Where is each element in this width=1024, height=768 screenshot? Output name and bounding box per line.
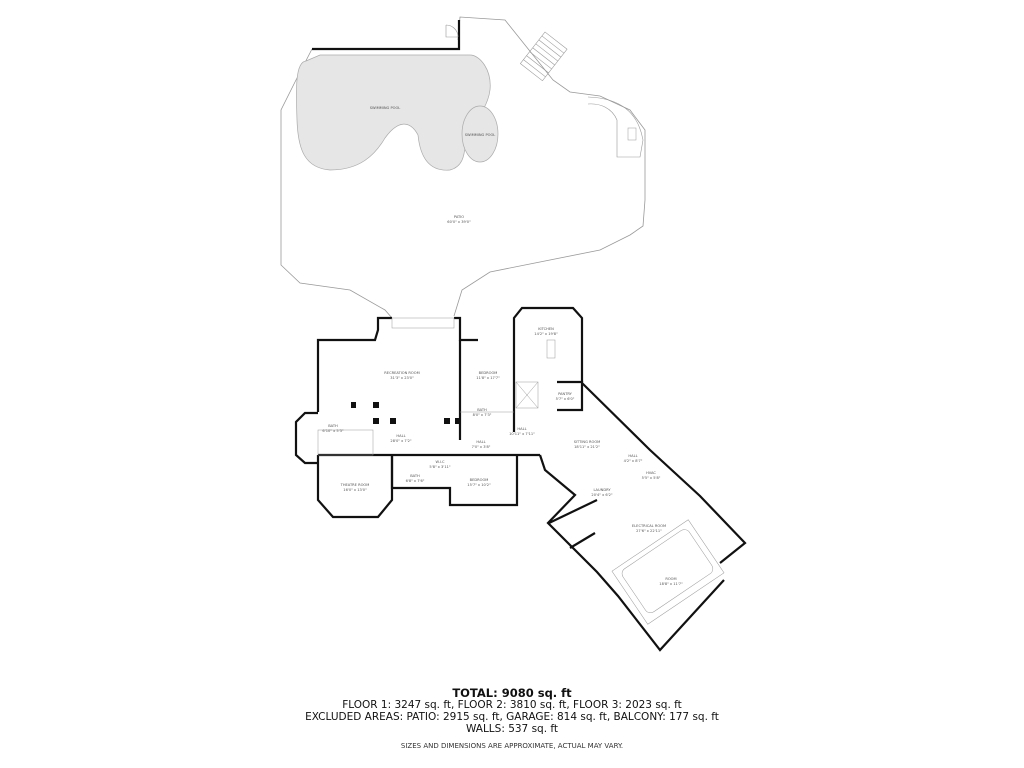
pool-main-label: SWIMMING POOL — [370, 106, 401, 110]
pantry-dims: 5'7" x 6'0" — [556, 397, 575, 401]
excluded-areas: EXCLUDED AREAS: PATIO: 2915 sq. ft, GARA… — [305, 711, 719, 723]
patio-label: PATIO — [454, 215, 464, 219]
bedroom2-dims: 15'7" x 10'2" — [467, 483, 491, 487]
bath2-dims: 6'8" x 7'6" — [406, 479, 425, 483]
hvac-dims: 5'5" x 5'8" — [642, 476, 661, 480]
swimming-pool-main — [296, 54, 491, 171]
bath-left-label: BATH — [328, 424, 338, 428]
floor-areas: FLOOR 1: 3247 sq. ft, FLOOR 2: 3810 sq. … — [342, 699, 682, 711]
hvac-label: HVAC — [646, 471, 656, 475]
bedroom2-label: BEDROOM — [470, 478, 489, 482]
pool-small-label: SWIMMING POOL — [465, 133, 496, 137]
electrical-room-label: ELECTRICAL ROOM — [632, 524, 666, 528]
bench-icon — [627, 127, 637, 141]
hall-small-dims: 7'0" x 3'8" — [472, 445, 491, 449]
laundry-dims: 20'4" x 6'2" — [591, 493, 612, 497]
bedroom1-dims: 11'8" x 17'7" — [476, 376, 500, 380]
laundry-label: LAUNDRY — [593, 488, 611, 492]
exterior-stairs — [519, 31, 568, 82]
wic-dims: 5'8" x 3'11" — [429, 465, 450, 469]
hall-ne-label: HALL — [628, 454, 637, 458]
room-labels: RECREATION ROOM 31'3" x 23'0" BEDROOM 11… — [322, 327, 683, 586]
bath-left-dims: 6'10" x 5'3" — [322, 429, 343, 433]
theatre-room-label: THEATRE ROOM — [340, 483, 370, 487]
house-walls — [294, 306, 747, 652]
walls-area: WALLS: 537 sq. ft — [465, 723, 559, 735]
kitchen-dims: 14'2" x 19'8" — [534, 332, 558, 336]
electrical-room-dims: 27'6" x 22'11" — [636, 529, 662, 533]
patio-area — [280, 16, 646, 319]
room-label: ROOM — [665, 577, 676, 581]
bedroom1-label: BEDROOM — [479, 371, 498, 375]
pantry-label: PANTRY — [558, 392, 573, 396]
bath1-dims: 8'0" x 7'3" — [473, 413, 492, 417]
kitchen-label: KITCHEN — [538, 327, 554, 331]
walkway — [587, 96, 644, 158]
gate-door — [445, 24, 459, 38]
room-dims: 18'8" x 11'7" — [659, 582, 683, 586]
sitting-room-label: SITTING ROOM — [574, 440, 601, 444]
disclaimer: SIZES AND DIMENSIONS ARE APPROXIMATE, AC… — [400, 742, 624, 750]
sitting-room-dims: 18'11" x 21'2" — [574, 445, 600, 449]
recreation-room-label: RECREATION ROOM — [384, 371, 419, 375]
hall-small-label: HALL — [476, 440, 485, 444]
patio-wall — [312, 20, 461, 51]
interior-details — [317, 317, 725, 625]
theatre-room-dims: 16'0" x 13'0" — [343, 488, 367, 492]
total-area: TOTAL: 9080 sq. ft — [452, 686, 572, 700]
bath1-label: BATH — [477, 408, 487, 412]
hall-center-dims: 10'11" x 7'11" — [509, 432, 535, 436]
floor-plan: SWIMMING POOL SWIMMING POOL PATIO 60'0" … — [280, 16, 747, 652]
bath2-label: BATH — [410, 474, 420, 478]
hall-main-dims: 28'0" x 7'2" — [390, 439, 411, 443]
patio-dims: 60'0" x 39'0" — [447, 220, 471, 224]
recreation-room-dims: 31'3" x 23'0" — [390, 376, 414, 380]
wic-label: W.I.C — [436, 460, 445, 464]
columns — [351, 402, 461, 424]
swimming-pool-small — [461, 105, 499, 163]
hall-center-label: HALL — [517, 427, 526, 431]
hall-main-label: HALL — [396, 434, 405, 438]
hall-ne-dims: 4'2" x 8'7" — [624, 459, 643, 463]
